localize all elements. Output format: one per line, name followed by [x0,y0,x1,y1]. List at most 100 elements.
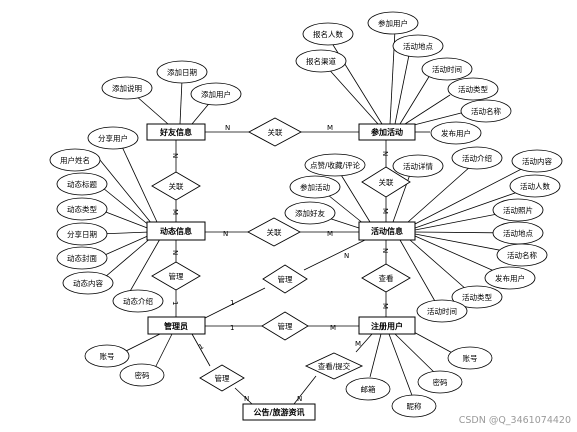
attribute-dyn-type: 动态类型 [56,197,108,221]
relationship-label: 管理 [215,373,230,383]
entity-registered-user: 注册用户 [358,316,416,335]
relationship-admin-announcement: 管理 [199,364,245,392]
attribute-act-detail: 活动详情 [392,154,444,178]
attribute-friend-add-user: 添加用户 [190,82,242,106]
attribute-join-signup-count: 报名人数 [302,22,354,46]
attribute-dyn-user-name: 用户姓名 [49,148,101,172]
cardinality-label: 1 [230,299,234,307]
attribute-dyn-title: 动态标题 [56,172,108,196]
attribute-act-join: 参加活动 [289,175,341,199]
attribute-act-intro: 活动介绍 [451,146,503,170]
attribute-label: 密码 [135,370,150,380]
relationship-join-activity: 关联 [361,166,411,198]
cardinality-label: M [381,208,389,214]
attribute-label: 账号 [463,354,478,363]
relationship-dynamic-activity: 关联 [247,217,301,247]
attribute-label: 活动内容 [522,156,552,166]
relationship-user-announcement: 查看/提交 [304,352,364,380]
attribute-label: 活动名称 [471,106,501,116]
attribute-act-type: 活动类型 [451,285,503,309]
attribute-label: 分享日期 [67,229,97,239]
attribute-user-email: 邮箱 [345,377,391,401]
attribute-label: 动态标题 [67,179,97,189]
attribute-label: 活动时间 [432,64,462,74]
attribute-label: 活动名称 [507,250,537,260]
cardinality-label: M [327,124,333,132]
attribute-label: 活动类型 [462,292,492,302]
attribute-label: 活动类型 [458,84,488,94]
entity-announcement: 公告/旅游资讯 [242,403,316,421]
relationship-label: 关联 [379,177,394,187]
attribute-friend-add-date: 添加日期 [156,60,208,84]
attribute-label: 活动地点 [503,228,533,238]
attribute-act-photo: 活动照片 [492,198,544,222]
attribute-act-add-friend: 添加好友 [284,201,336,225]
attribute-label: 活动介绍 [462,153,492,163]
entity-activity-info: 活动信息 [358,221,416,241]
attribute-label: 发布用户 [495,273,525,283]
attribute-label: 动态介绍 [123,296,153,306]
attribute-label: 添加日期 [167,67,197,77]
attribute-label: 添加好友 [295,208,325,218]
cardinality-label: M [171,209,179,215]
attribute-admin-password: 密码 [119,363,165,387]
relationship-label: 管理 [169,271,184,281]
attribute-dyn-share-date: 分享日期 [56,222,108,246]
attribute-label: 活动详情 [403,161,433,171]
entity-dynamic-info: 动态信息 [146,221,206,241]
attribute-label: 密码 [433,377,448,387]
relationship-dynamic-admin: 管理 [151,261,201,291]
attribute-label: 动态封面 [67,253,97,263]
attribute-label: 报名渠道 [306,56,336,66]
attribute-act-name: 活动名称 [496,243,548,267]
cardinality-label: 1 [197,342,205,351]
relationship-label: 管理 [278,321,293,331]
attribute-label: 昵称 [407,401,422,411]
attribute-dyn-content: 动态内容 [62,271,114,295]
attribute-user-account: 账号 [447,346,493,370]
attribute-label: 活动时间 [427,306,457,316]
attribute-act-count: 活动人数 [509,174,561,198]
cardinality-label: M [330,324,336,332]
attribute-user-password: 密码 [417,370,463,394]
attribute-ellipses: 添加说明 添加日期 添加用户 报名人数 参加用户 报名渠道 活动地点 活动时间 … [49,11,563,418]
attribute-label: 账号 [100,352,115,361]
connector-lines [97,29,538,405]
cardinality-label: M [327,230,333,238]
entity-label: 活动信息 [371,226,403,236]
relationship-friend-dynamic: 关联 [151,171,201,201]
cardinality-label: N [244,395,249,403]
attribute-label: 添加用户 [201,89,231,99]
attribute-user-nickname: 昵称 [391,394,437,418]
attribute-label: 邮箱 [361,384,376,394]
attribute-join-type: 活动类型 [447,77,499,101]
relationship-admin-activity: 管理 [262,264,308,294]
attribute-friend-add-desc: 添加说明 [101,76,153,100]
attribute-join-time: 活动时间 [421,57,473,81]
attribute-label: 参加用户 [378,18,408,28]
entity-admin: 管理员 [147,316,206,335]
entity-friend-info: 好友信息 [146,123,206,141]
attribute-act-interact: 点赞/收藏/评论 [304,153,366,177]
entity-label: 参加活动 [370,127,403,137]
attribute-act-location: 活动地点 [492,221,544,245]
attribute-label: 活动地点 [403,41,433,51]
cardinality-label: N [297,395,302,403]
attribute-act-content: 活动内容 [511,149,563,173]
cardinality-label: 1 [230,324,234,332]
attribute-act-time: 活动时间 [416,299,468,323]
relationship-label: 查看 [379,273,394,283]
attribute-label: 参加活动 [300,182,330,192]
watermark-text: CSDN @Q_3461074420 [458,415,571,426]
cardinality-label: M [381,303,389,309]
entity-label: 动态信息 [160,226,192,236]
attribute-label: 动态内容 [73,278,103,288]
entity-label: 公告/旅游资讯 [254,407,305,417]
attribute-act-publisher: 发布用户 [484,266,536,290]
relationship-friend-join: 关联 [248,117,302,147]
relationship-label: 关联 [267,227,282,237]
attribute-label: 点赞/收藏/评论 [310,160,361,170]
cardinality-label: N [225,124,230,132]
cardinality-label: M [355,340,361,348]
